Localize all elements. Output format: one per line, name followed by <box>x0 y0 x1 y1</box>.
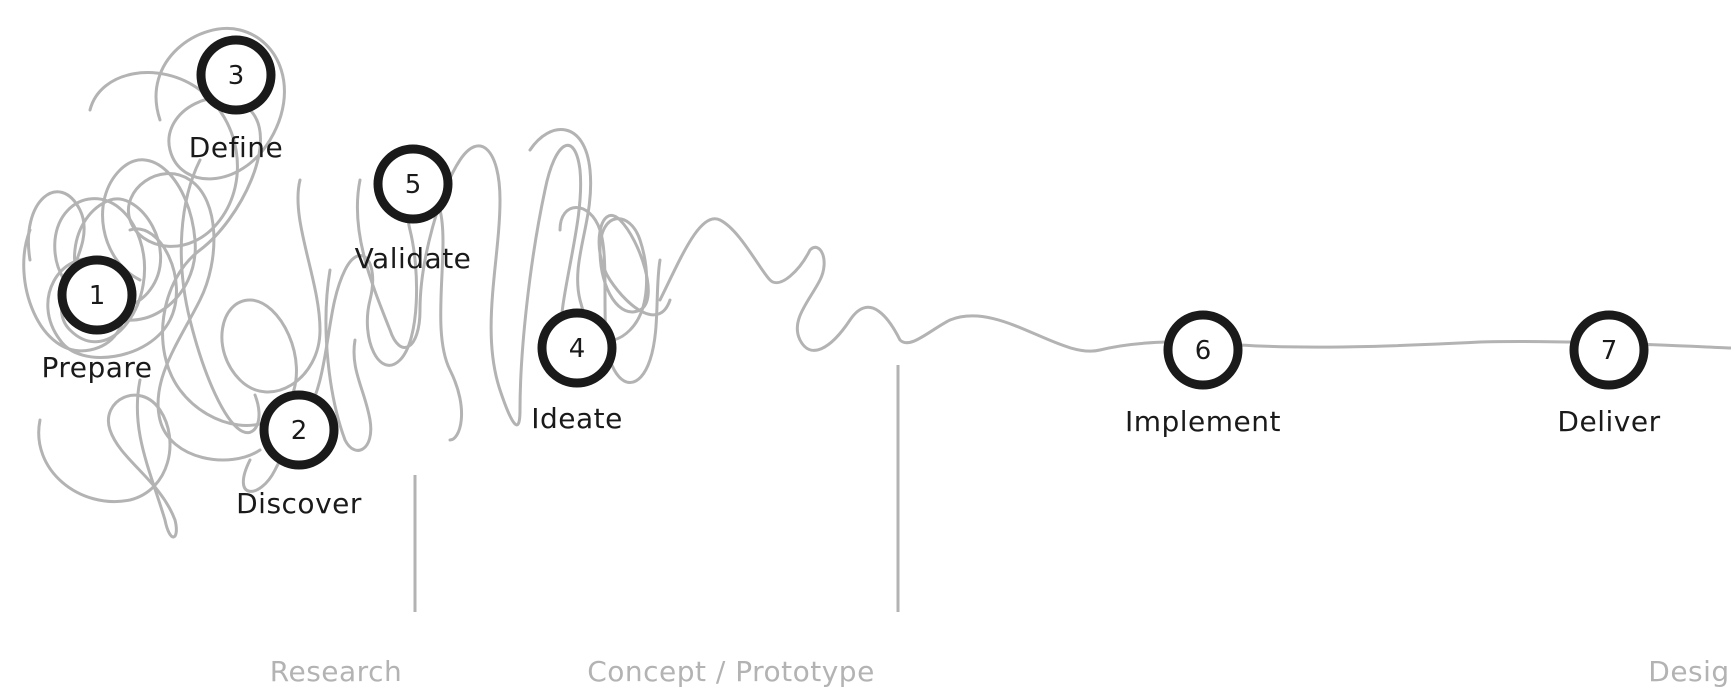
phase-label-design: Desigr <box>1648 655 1731 688</box>
step-number: 4 <box>569 334 586 364</box>
phase-dividers <box>413 365 900 612</box>
phase-label-research: Research <box>270 655 402 688</box>
step-number: 2 <box>291 416 308 446</box>
step-number: 7 <box>1601 336 1618 366</box>
step-label: Ideate <box>531 402 623 435</box>
step-label: Implement <box>1125 405 1281 438</box>
step-marker-1: 1 Prepare <box>41 255 152 384</box>
step-number: 1 <box>89 281 106 311</box>
step-label: Validate <box>355 242 472 275</box>
step-number: 5 <box>405 170 422 200</box>
step-marker-3: 3 Define <box>189 35 283 164</box>
step-circle <box>57 255 137 335</box>
step-number: 6 <box>1195 336 1212 366</box>
step-marker-2: 2 Discover <box>236 390 362 520</box>
step-circle <box>259 390 339 470</box>
step-circle <box>1569 310 1649 390</box>
step-circle <box>373 144 453 224</box>
step-marker-7: 7 Deliver <box>1557 310 1660 438</box>
step-number: 3 <box>228 61 245 91</box>
step-label: Discover <box>236 487 362 520</box>
phase-label-concept-prototype: Concept / Prototype <box>587 655 875 688</box>
step-marker-6: 6 Implement <box>1125 310 1281 438</box>
step-label: Prepare <box>41 351 152 384</box>
step-circle <box>537 308 617 388</box>
step-marker-4: 4 Ideate <box>531 308 623 435</box>
step-circle <box>1163 310 1243 390</box>
step-circle <box>196 35 276 115</box>
step-label: Define <box>189 131 283 164</box>
step-label: Deliver <box>1557 405 1660 438</box>
step-marker-5: 5 Validate <box>355 144 472 275</box>
